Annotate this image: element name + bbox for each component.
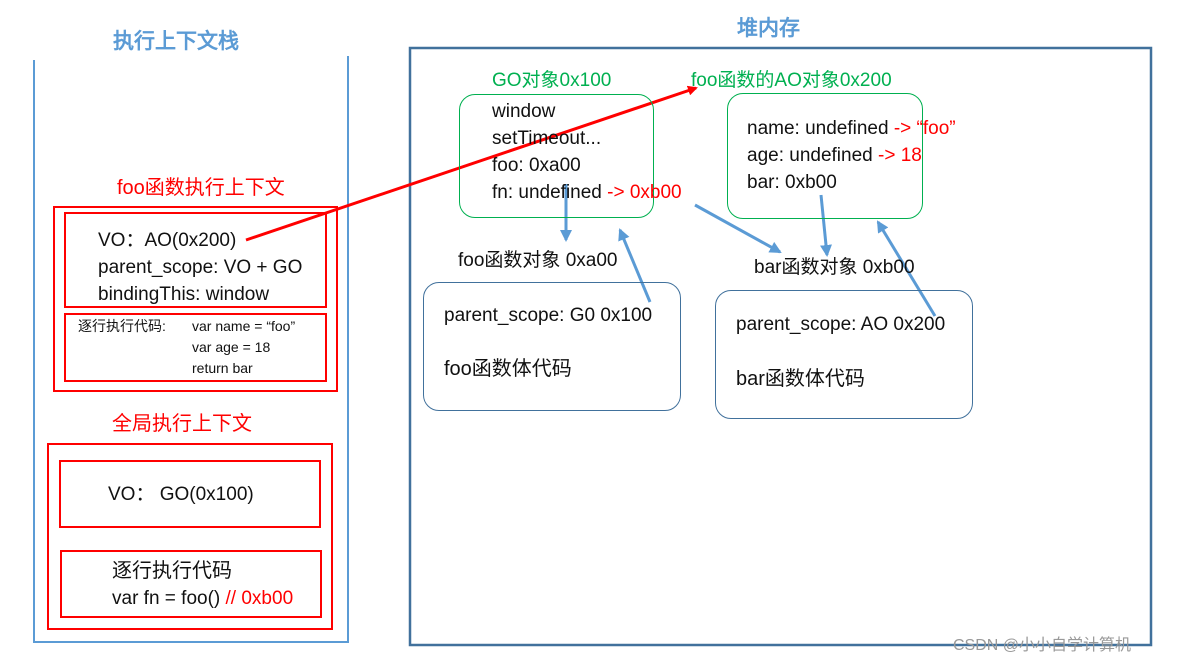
global-code-box (60, 550, 322, 618)
go-line-fn: fn: undefined -> 0xb00 (492, 179, 682, 206)
ao-name-red: -> “foo” (893, 118, 956, 139)
fn-to-bar-arrow (694, 203, 782, 254)
global-code-lines: 逐行执行代码 var fn = foo() // 0xb00 (112, 558, 293, 612)
watermark: CSDN @小小自学计算机 (953, 637, 1132, 654)
foo-context-frame (53, 206, 338, 392)
foo-object-body: foo函数体代码 (444, 358, 572, 380)
global-code-label: 逐行执行代码 (112, 560, 232, 582)
foo-context-code-box (64, 313, 327, 382)
foo-context-vo-lines: VO：AO(0x200) parent_scope: VO + GO bindi… (98, 227, 302, 308)
foo-binding-this: bindingThis: window (98, 284, 270, 305)
ao-age-red: -> 18 (878, 145, 922, 166)
global-code-comment: // 0xb00 (225, 588, 294, 609)
ao-box (727, 93, 923, 219)
bar-object-title: bar函数对象 0xb00 (754, 257, 915, 278)
foo-vo-line: VO：AO(0x200) (98, 227, 302, 254)
vo-to-ao-arrow (245, 85, 698, 242)
ao-line-age: age: undefined -> 18 (747, 142, 956, 169)
global-code-main: var fn = foo() (112, 588, 221, 609)
foo-code-label: 逐行执行代码: (78, 318, 166, 334)
go-line-window: window (492, 101, 556, 122)
foo-object-title: foo函数对象 0xa00 (458, 250, 618, 271)
bar-scope-arrow (876, 220, 937, 317)
foo-scope-arrow (618, 228, 652, 303)
stack-container (33, 56, 349, 643)
foo-vo-label: VO： (98, 230, 145, 251)
go-title: GO对象0x100 (492, 70, 612, 91)
bar-object-body: bar函数体代码 (736, 368, 865, 390)
go-line-settimeout: setTimeout... (492, 128, 602, 149)
ao-name-main: name: undefined (747, 118, 889, 139)
global-context-title: 全局执行上下文 (112, 413, 252, 435)
foo-parent-scope: parent_scope: VO + GO (98, 257, 303, 278)
foo-code-line-3: return bar (192, 360, 253, 376)
foo-context-title: foo函数执行上下文 (117, 177, 285, 199)
ao-title: foo函数的AO对象0x200 (691, 70, 892, 91)
global-context-frame (47, 443, 333, 630)
foo-context-vo-box (64, 212, 327, 308)
go-fn-red: -> 0xb00 (607, 182, 682, 203)
ao-line-name: name: undefined -> “foo” (747, 115, 956, 142)
ao-bar-to-bar-arrow (819, 194, 832, 257)
ao-age-main: age: undefined (747, 145, 873, 166)
go-fn-main: fn: undefined (492, 182, 602, 203)
bar-object-box (715, 290, 973, 419)
heap-title: 堆内存 (737, 17, 800, 40)
go-lines: window setTimeout... foo: 0xa00 fn: unde… (492, 98, 682, 206)
heap-container (408, 46, 1153, 647)
global-vo: VO： GO(0x100) (108, 484, 254, 505)
bar-object-scope: parent_scope: AO 0x200 (736, 314, 946, 335)
global-vo-box (59, 460, 321, 528)
ao-lines: name: undefined -> “foo” age: undefined … (747, 115, 956, 196)
foo-object-scope: parent_scope: G0 0x100 (444, 305, 653, 326)
foo-vo-value: AO(0x200) (144, 230, 237, 251)
foo-object-box (423, 282, 681, 411)
foo-code-lines: var name = “foo” var age = 18 return bar (192, 316, 295, 379)
ao-line-bar: bar: 0xb00 (747, 172, 837, 193)
go-line-foo: foo: 0xa00 (492, 155, 581, 176)
global-code-line: var fn = foo() // 0xb00 (112, 585, 293, 612)
foo-code-line-1: var name = “foo” (192, 318, 296, 334)
go-box (459, 94, 654, 218)
stack-title: 执行上下文栈 (113, 30, 239, 53)
foo-code-line-2: var age = 18 (192, 339, 271, 355)
